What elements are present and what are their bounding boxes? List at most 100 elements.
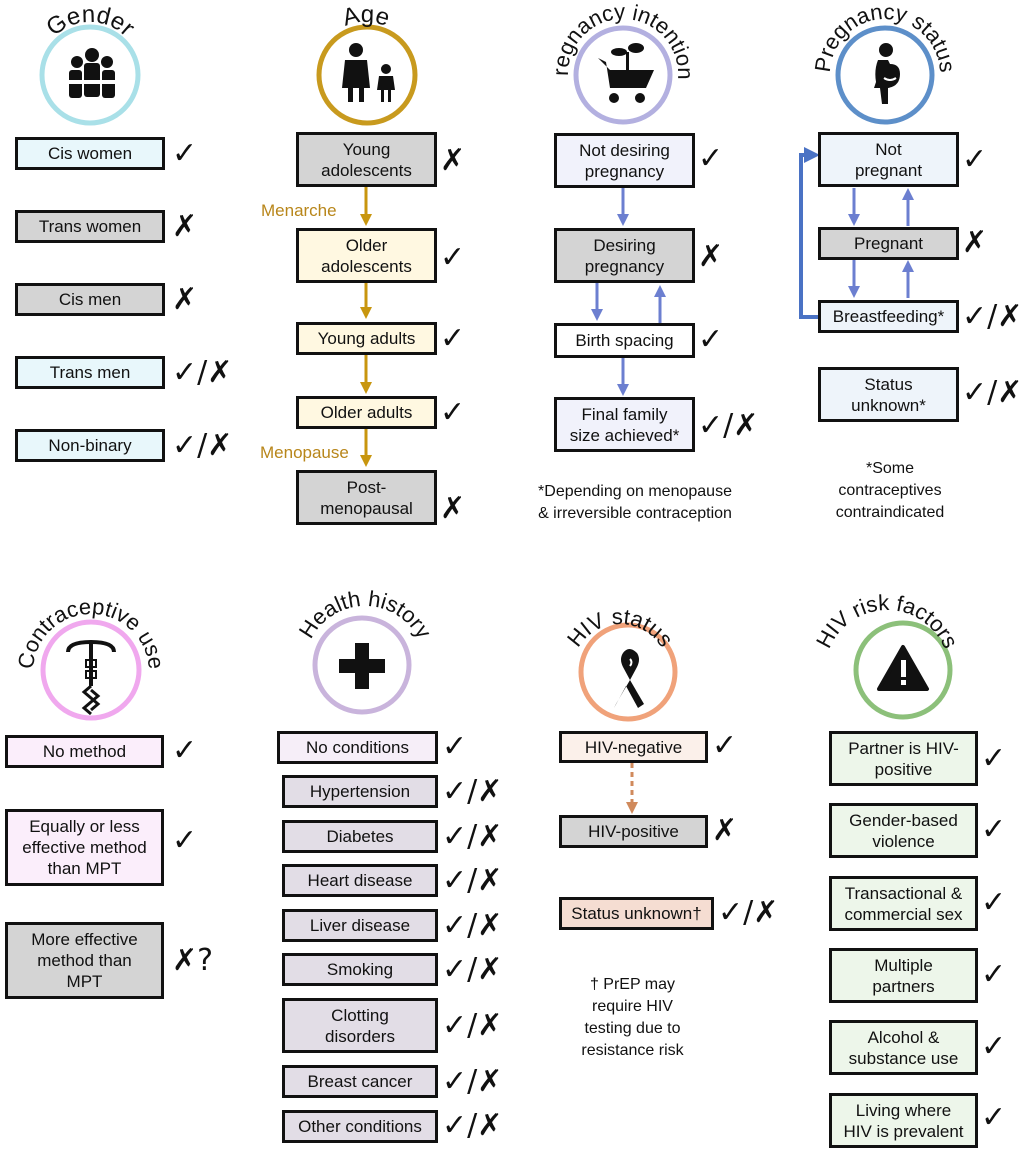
pi-item-birth-spacing: Birth spacing: [554, 323, 695, 358]
check-cross-mark: ✓/✗: [442, 819, 503, 854]
risk-item-gender-based-violence: Gender-based violence: [829, 803, 978, 858]
iud-icon: [66, 639, 116, 716]
ps-item-not-pregnant: Not pregnant: [818, 132, 959, 187]
gender-item-non-binary: Non-binary: [15, 429, 165, 462]
check-cross-mark: ✓/✗: [172, 355, 233, 390]
check-mark: ✓: [440, 240, 466, 275]
hiv-status-note: † PrEP may require HIV testing due to re…: [581, 976, 684, 1059]
age-item-post-menopausal: Post- menopausal: [296, 470, 437, 525]
check-mark: ✓: [698, 322, 724, 357]
ps-item-pregnant: Pregnant: [818, 227, 959, 260]
hiv-status-title: HIV status: [562, 604, 678, 651]
ps-item-status-unknown: Status unknown*: [818, 367, 959, 422]
check-mark: ✓: [442, 729, 468, 764]
warning-triangle-icon: [877, 645, 929, 691]
risk-item-partner-hiv-positive: Partner is HIV- positive: [829, 731, 978, 786]
group-of-people-icon: [66, 48, 118, 98]
check-mark: ✓: [712, 728, 738, 763]
check-mark: ✓: [981, 812, 1007, 847]
cu-item-equally-or-less: Equally or less effective method than MP…: [5, 809, 164, 886]
pregnancy-intentions-arrows: [591, 188, 666, 396]
awareness-ribbon-icon: [614, 649, 644, 708]
svg-text:HIV status: HIV status: [562, 604, 678, 651]
risk-item-multiple-partners: Multiple partners: [829, 948, 978, 1003]
check-mark: ✓: [981, 957, 1007, 992]
check-cross-mark: ✓/✗: [442, 952, 503, 987]
check-cross-mark: ✓/✗: [698, 408, 759, 443]
pregnancy-status-arrows: [848, 188, 914, 298]
check-mark: ✓: [981, 885, 1007, 920]
gender-circle: [39, 24, 141, 126]
pi-item-final-family-size: Final family size achieved*: [554, 397, 695, 452]
hiv-item-status-unknown: Status unknown†: [559, 897, 714, 930]
gender-item-cis-women: Cis women: [15, 137, 165, 170]
pregnancy-status-circle: [835, 25, 935, 125]
hh-item-no-conditions: No conditions: [277, 731, 438, 764]
check-cross-mark: ✓/✗: [172, 428, 233, 463]
contraceptive-use-circle: [40, 619, 142, 721]
svg-text:Gender: Gender: [41, 1, 140, 42]
hh-item-diabetes: Diabetes: [282, 820, 438, 853]
cross-mark: ✗: [440, 143, 466, 178]
check-cross-mark: ✓/✗: [718, 895, 779, 930]
age-item-older-adults: Older adults: [296, 396, 437, 429]
risk-item-alcohol-substance: Alcohol & substance use: [829, 1020, 978, 1075]
hiv-risk-circle: [853, 620, 953, 720]
risk-item-transactional-sex: Transactional & commercial sex: [829, 876, 978, 931]
wheelbarrow-sprout-icon: [598, 43, 654, 103]
check-mark: ✓: [172, 823, 198, 858]
pi-item-desiring: Desiring pregnancy: [554, 228, 695, 283]
age-title: Age: [340, 1, 393, 32]
hh-item-hypertension: Hypertension: [282, 775, 438, 808]
check-cross-mark: ✓/✗: [442, 774, 503, 809]
check-mark: ✓: [698, 141, 724, 176]
menarche-label: Menarche: [261, 201, 337, 220]
age-item-young-adolescents: Young adolescents: [296, 132, 437, 187]
pregnancy-intentions-note: *Depending on menopause & irreversible c…: [538, 483, 732, 522]
svg-text:Age: Age: [340, 1, 393, 32]
cross-mark: ✗: [698, 239, 724, 274]
hh-item-smoking: Smoking: [282, 953, 438, 986]
cross-mark: ✗: [962, 225, 988, 260]
pregnant-person-icon: [874, 43, 900, 104]
check-mark: ✓: [962, 142, 988, 177]
cu-item-more-effective: More effective method than MPT: [5, 922, 164, 999]
hiv-status-circle: [578, 622, 678, 722]
hh-item-breast-cancer: Breast cancer: [282, 1065, 438, 1098]
check-cross-mark: ✓/✗: [442, 1064, 503, 1099]
age-circle: [316, 24, 418, 126]
age-item-older-adolescents: Older adolescents: [296, 228, 437, 283]
pregnancy-status-note: *Some contraceptives contraindicated: [835, 460, 945, 521]
svg-text:Health history: Health history: [294, 586, 437, 643]
gender-title: Gender: [41, 1, 140, 42]
cu-item-no-method: No method: [5, 735, 164, 768]
hiv-risk-title: HIV risk factors: [811, 590, 963, 652]
cross-mark: ✗: [712, 813, 738, 848]
menopause-label: Menopause: [260, 443, 349, 462]
check-cross-mark: ✓/✗: [442, 908, 503, 943]
plus-icon: [339, 643, 385, 689]
pregnancy-intentions-circle: [573, 25, 673, 125]
gender-item-trans-women: Trans women: [15, 210, 165, 243]
hiv-item-positive: HIV-positive: [559, 815, 708, 848]
check-cross-mark: ✓/✗: [442, 863, 503, 898]
hh-item-liver-disease: Liver disease: [282, 909, 438, 942]
check-mark: ✓: [981, 1029, 1007, 1064]
breastfeeding-return-arrow: [799, 147, 820, 319]
cross-question-mark: ✗?: [172, 943, 214, 978]
gender-item-cis-men: Cis men: [15, 283, 165, 316]
check-mark: ✓: [981, 741, 1007, 776]
risk-item-living-hiv-prevalent: Living where HIV is prevalent: [829, 1093, 978, 1148]
hiv-item-negative: HIV-negative: [559, 731, 708, 763]
ps-item-breastfeeding: Breastfeeding*: [818, 300, 959, 333]
check-cross-mark: ✓/✗: [962, 375, 1023, 410]
check-mark: ✓: [440, 395, 466, 430]
svg-text:HIV risk factors: HIV risk factors: [811, 590, 963, 652]
health-history-title: Health history: [294, 586, 437, 643]
check-cross-mark: ✓/✗: [962, 299, 1023, 334]
check-mark: ✓: [981, 1100, 1007, 1135]
check-mark: ✓: [172, 136, 198, 171]
cross-mark: ✗: [440, 491, 466, 526]
hh-item-heart-disease: Heart disease: [282, 864, 438, 897]
